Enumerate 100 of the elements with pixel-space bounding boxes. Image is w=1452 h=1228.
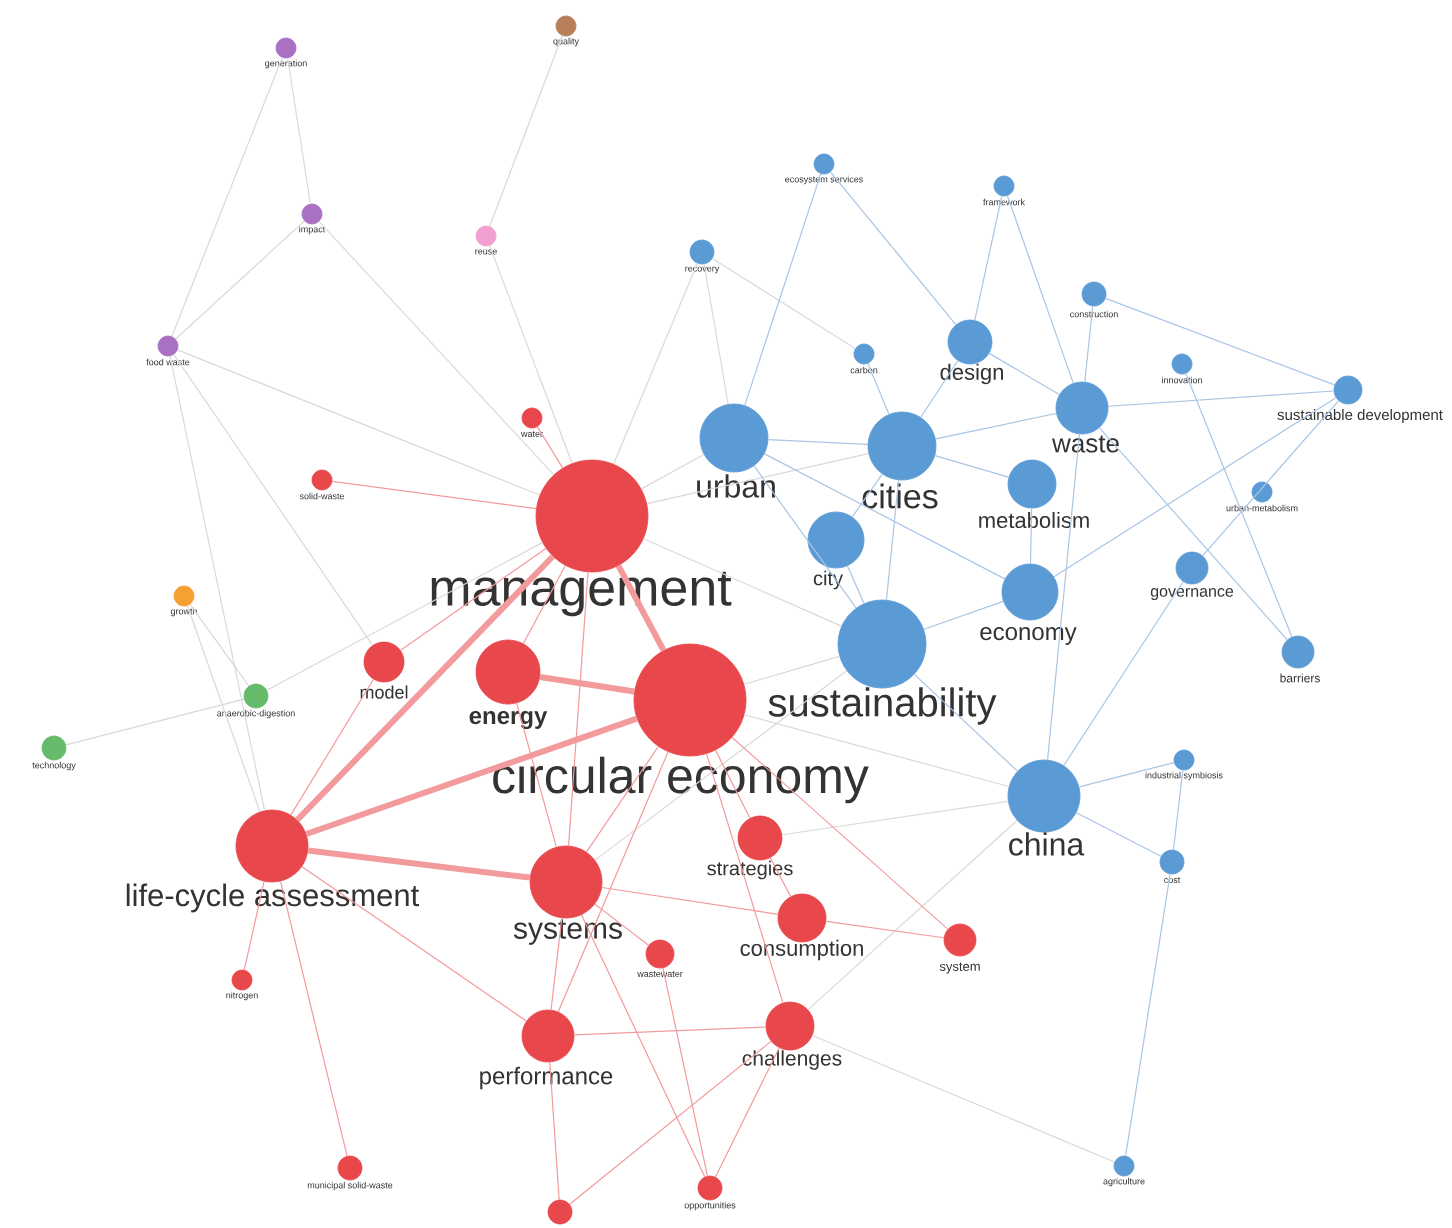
link-line bbox=[1202, 400, 1340, 557]
link-line bbox=[743, 714, 1010, 788]
node-label: model bbox=[360, 685, 408, 699]
link-line bbox=[489, 245, 573, 464]
link-line bbox=[287, 57, 311, 205]
link-line bbox=[243, 880, 265, 971]
link-line bbox=[1075, 812, 1162, 857]
link-line bbox=[169, 355, 266, 811]
keyword-bubble: performance bbox=[480, 1009, 613, 1090]
link-line bbox=[171, 57, 283, 337]
link-line bbox=[539, 673, 635, 695]
link-line bbox=[1105, 297, 1336, 386]
link-line bbox=[557, 751, 669, 1013]
link-line bbox=[1053, 397, 1337, 578]
keyword-bubble: systems bbox=[513, 845, 622, 945]
link-line bbox=[568, 571, 589, 847]
link-line bbox=[613, 262, 698, 465]
keyword-bubble: metabolism bbox=[979, 459, 1089, 529]
link-line bbox=[1172, 769, 1184, 851]
link-line bbox=[173, 354, 374, 646]
link-line bbox=[643, 538, 842, 627]
keyword-bubble: cities bbox=[862, 411, 938, 509]
node-label: city bbox=[813, 570, 843, 590]
link-line bbox=[585, 746, 659, 853]
link-line bbox=[934, 455, 1010, 478]
link-line bbox=[781, 800, 1009, 836]
node-label: waste bbox=[1052, 435, 1119, 453]
keyword-bubble: consumption bbox=[740, 893, 863, 961]
link-line bbox=[1125, 873, 1171, 1157]
link-line bbox=[743, 655, 840, 685]
link-line bbox=[569, 1040, 772, 1205]
link-line bbox=[594, 670, 848, 861]
link-line bbox=[1029, 507, 1033, 565]
link-line bbox=[767, 439, 869, 445]
link-line bbox=[1063, 581, 1184, 767]
link-line bbox=[522, 565, 566, 645]
link-line bbox=[318, 221, 555, 476]
node-label: life-cycle assessment bbox=[126, 883, 419, 913]
link-line bbox=[279, 880, 348, 1157]
node-label: systems bbox=[513, 919, 622, 945]
link-line bbox=[536, 426, 564, 469]
link-line bbox=[753, 465, 857, 609]
link-line bbox=[615, 564, 667, 652]
link-line bbox=[266, 542, 543, 691]
link-line bbox=[974, 195, 1003, 321]
link-line bbox=[175, 220, 305, 340]
link-line bbox=[1078, 762, 1175, 788]
node-label: sustainability bbox=[768, 687, 997, 725]
link-line bbox=[331, 480, 537, 510]
link-line bbox=[830, 171, 957, 326]
node-label: cities bbox=[862, 483, 938, 509]
link-line bbox=[825, 920, 945, 939]
link-line bbox=[1185, 373, 1293, 638]
node-label: metabolism bbox=[979, 511, 1089, 529]
node-label: management bbox=[431, 571, 732, 617]
link-line bbox=[662, 967, 708, 1177]
link-line bbox=[923, 600, 1004, 630]
link-line bbox=[807, 819, 1018, 1011]
link-line bbox=[594, 903, 650, 946]
link-line bbox=[1046, 433, 1081, 761]
keyword-bubble: urban bbox=[697, 403, 775, 498]
link-line bbox=[703, 263, 729, 405]
link-line bbox=[186, 605, 261, 813]
link-line bbox=[920, 360, 959, 418]
link-line bbox=[301, 866, 527, 1022]
link-line bbox=[769, 857, 792, 897]
link-line bbox=[935, 412, 1057, 440]
link-line bbox=[573, 1026, 767, 1036]
node-label: design bbox=[940, 363, 1003, 385]
link-line bbox=[867, 363, 890, 415]
link-line bbox=[714, 749, 751, 819]
link-line bbox=[516, 702, 557, 848]
link-line bbox=[885, 479, 900, 601]
keyword-bubble: governance bbox=[1150, 551, 1234, 600]
link-line bbox=[1098, 427, 1288, 641]
keyword-bubble: china bbox=[1007, 759, 1085, 856]
keyword-bubble: strategies bbox=[707, 815, 793, 880]
keyword-bubble: economy bbox=[980, 563, 1077, 645]
link-line bbox=[65, 698, 245, 746]
link-line bbox=[744, 173, 822, 406]
link-line bbox=[305, 715, 638, 837]
keyword-bubble: waste bbox=[1052, 381, 1119, 453]
node-label: strategies bbox=[707, 860, 793, 880]
link-line bbox=[489, 35, 563, 227]
link-line bbox=[400, 547, 547, 651]
keyword-bubble: model bbox=[360, 641, 408, 699]
node-label: governance bbox=[1150, 588, 1234, 600]
link-line bbox=[988, 352, 1060, 396]
keyword-bubble: design bbox=[940, 319, 1003, 385]
link-line bbox=[549, 1061, 560, 1201]
link-line bbox=[640, 453, 705, 490]
link-line bbox=[177, 349, 541, 496]
link-line bbox=[913, 673, 1019, 772]
node-label: china bbox=[1009, 832, 1085, 856]
link-line bbox=[714, 1047, 780, 1178]
link-line bbox=[189, 603, 250, 687]
node-label: economy bbox=[980, 627, 1077, 645]
keyword-bubble bbox=[547, 1199, 573, 1225]
link-line bbox=[295, 554, 555, 822]
link-line bbox=[1006, 195, 1074, 384]
